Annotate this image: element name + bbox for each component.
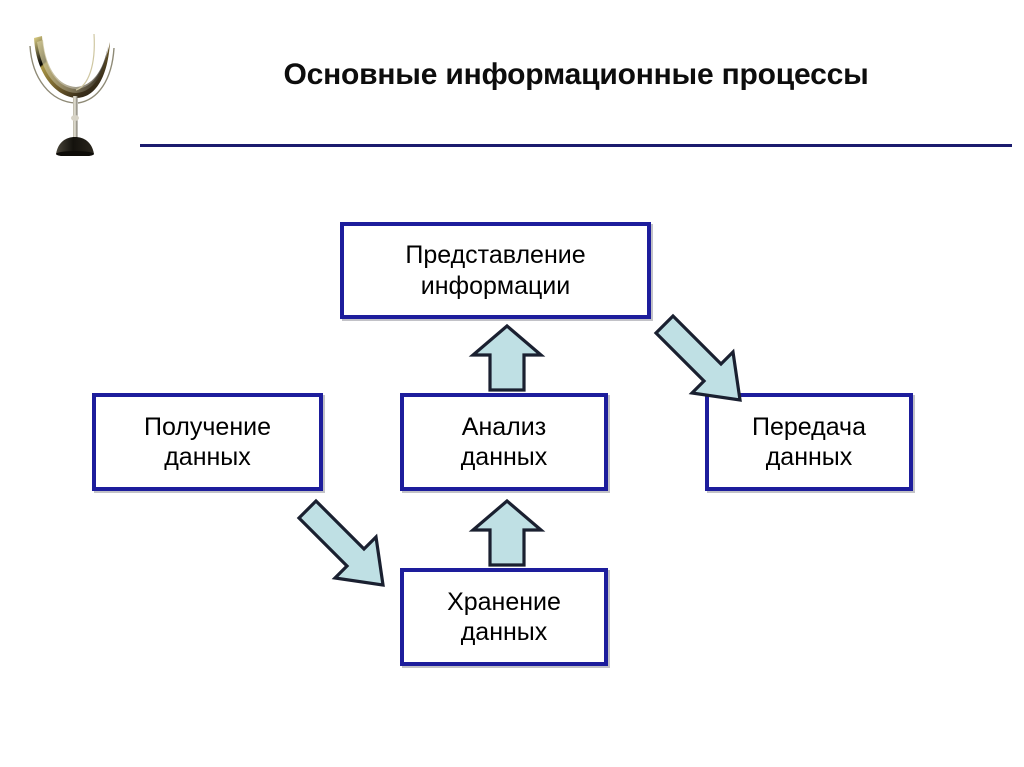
node-analysis[interactable]: Анализ данных (400, 393, 608, 491)
node-analysis-line2: данных (460, 443, 548, 471)
node-acquisition-label: Получение данных (138, 412, 277, 473)
node-representation-label: Представление информации (399, 240, 591, 301)
title-divider-rule (140, 144, 1012, 147)
node-acquisition-line1: Получение (143, 412, 271, 441)
node-transmission-line1: Передача (751, 412, 866, 441)
node-representation[interactable]: Представление информации (340, 222, 651, 319)
slide-header: Основные информационные процессы (0, 0, 1024, 165)
node-representation-line2: информации (420, 271, 571, 300)
node-transmission-label: Передача данных (746, 412, 872, 473)
node-representation-line1: Представление (405, 241, 586, 269)
node-transmission-line2: данных (765, 443, 853, 471)
node-analysis-line1: Анализ (461, 412, 547, 441)
information-processes-diagram: Представление информации Получение данны… (0, 165, 1024, 767)
wine-glass-decoration-icon (24, 26, 116, 156)
node-storage-label: Хранение данных (441, 587, 567, 648)
page-title: Основные информационные процессы (283, 58, 869, 91)
node-storage-line1: Хранение (447, 587, 561, 616)
node-storage[interactable]: Хранение данных (400, 568, 608, 666)
node-acquisition-line2: данных (164, 443, 251, 471)
diagonal-arrow-icon-representation-to-transmission (645, 310, 760, 410)
up-arrow-icon-analysis-to-representation (468, 323, 546, 393)
node-storage-line2: данных (460, 618, 548, 646)
node-transmission[interactable]: Передача данных (705, 393, 913, 491)
node-acquisition[interactable]: Получение данных (92, 393, 323, 491)
up-arrow-icon-storage-to-analysis (468, 498, 546, 568)
diagonal-arrow-icon-acquisition-to-storage (288, 495, 403, 595)
node-analysis-label: Анализ данных (455, 412, 554, 473)
